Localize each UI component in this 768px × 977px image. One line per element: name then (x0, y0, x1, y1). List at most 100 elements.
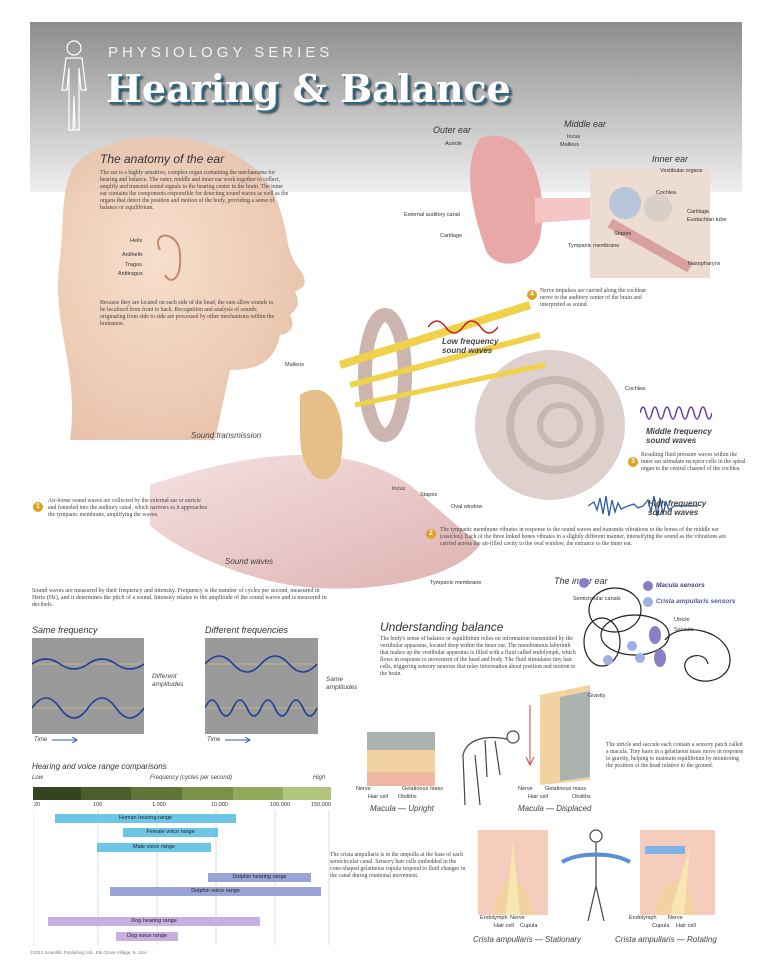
crista-stationary-caption: Crista ampullaris — Stationary (473, 935, 582, 944)
label-macula-upright-otoliths: Otoliths (398, 794, 417, 800)
label-cartilage-outer: Cartilage (440, 233, 463, 239)
inner-ear-vestibular-diagram (583, 587, 731, 682)
high-frequency-wave-icon (588, 495, 698, 517)
label-tragus: Tragus (125, 262, 142, 268)
ear-cross-section (470, 135, 710, 278)
different-frequencies-plot (205, 638, 318, 734)
label-antihelix: Antihelix (122, 252, 143, 258)
label-crista-rotating-nerve: Nerve (668, 915, 683, 921)
range-high-label: High (313, 775, 326, 781)
range-bar-female-voice: Female voice range (123, 828, 218, 837)
label-helix: Helix (130, 238, 143, 244)
step-1-badge: 1 (33, 502, 43, 512)
label-crista-rotating-cupula: Cupula (652, 923, 670, 929)
range-low-label: Low (32, 775, 44, 781)
macula-text: The utricle and saccule each contain a s… (606, 742, 744, 769)
tick-1000: 1,000 (152, 802, 166, 808)
step-3-text: Resulting fluid pressure waves within th… (641, 452, 746, 472)
label-cochlea: Cochlea (656, 190, 677, 196)
different-frequencies-title: Different frequencies (205, 625, 289, 635)
label-eustachian-tube: Eustachian tube (687, 217, 727, 223)
same-amplitudes-label: Same amplitudes (326, 676, 358, 691)
tick-100: 100 (93, 802, 103, 808)
label-malleus-transmission: Malleus (285, 362, 304, 368)
macula-displaced-caption: Macula — Displaced (518, 804, 592, 813)
different-amplitudes-label: Different amplitudes (152, 673, 184, 688)
label-antitragus: Antitragus (118, 271, 143, 277)
macula-swatch-icon (643, 581, 653, 591)
range-bar-male-voice: Male voice range (97, 843, 211, 852)
anatomy-second-text: Because they are located on each side of… (100, 300, 275, 327)
sound-waves-label: Sound waves (225, 557, 274, 566)
step-4-badge: 4 (527, 290, 537, 300)
label-macula-displaced-otoliths: Otoliths (572, 794, 591, 800)
range-bar-dolphin-hearing: Dolphin hearing range (208, 873, 311, 882)
rotating-figure-icon (561, 829, 631, 922)
sound-transmission-title: Sound transmission (191, 431, 262, 440)
tick-10000: 10,000 (211, 802, 228, 808)
tick-20: 20 (34, 802, 41, 808)
time-label-left: Time (34, 737, 48, 743)
step-2-badge: 2 (426, 529, 436, 539)
crista-rotating-illustration (640, 830, 715, 915)
label-semicircular-canals: Semicircular canals (573, 596, 621, 602)
tick-100000: 100,000 (270, 802, 290, 808)
middle-frequency-wave-icon (640, 406, 712, 420)
label-nasopharynx: Nasopharynx (688, 261, 721, 267)
time-label-right: Time (207, 737, 221, 743)
macula-legend-icon (579, 578, 589, 588)
range-bar-human-hearing: Human hearing range (55, 814, 236, 823)
label-utricle: Utricle (674, 617, 690, 623)
middle-frequency-label: Middle frequency sound waves (646, 427, 712, 445)
label-crista-rotating-endolymph: Endolymph (629, 915, 657, 921)
label-crista-rotating-haircell: Hair cell (676, 923, 696, 929)
crista-text: The crista ampullaris is in the ampulla … (330, 852, 466, 879)
label-crista-stationary-endolymph: Endolymph (480, 915, 508, 921)
label-incus-transmission: Incus (392, 486, 406, 492)
balance-heading: Understanding balance (380, 620, 504, 634)
label-saccule: Saccule (674, 627, 694, 633)
gravity-label: Gravity (588, 693, 606, 699)
macula-upright-caption: Macula — Upright (370, 804, 435, 813)
step-2-text: The tympanic membrane vibrates in respon… (440, 527, 727, 547)
label-vestibular-organs: Vestibular organs (660, 168, 703, 174)
crista-stationary-illustration (478, 830, 548, 915)
label-stapes-transmission: Stapes (420, 492, 438, 498)
range-frequency-label: Frequency (cycles per second) (150, 775, 233, 781)
label-external-canal: External auditory canal (404, 212, 460, 218)
crista-swatch-icon (643, 597, 653, 607)
macula-upright-illustration (367, 732, 435, 786)
step-4-text: Nerve impulses are carried along the coc… (540, 288, 647, 308)
crista-rotating-caption: Crista ampullaris — Rotating (615, 935, 717, 944)
high-frequency-label: High frequency sound waves (648, 499, 707, 517)
label-macula-upright-gelatinous: Gelatinous mass (402, 786, 443, 792)
range-bar-dolphin-voice: Dolphin voice range (110, 887, 321, 896)
step-3-badge: 3 (628, 457, 638, 467)
same-frequency-plot (32, 638, 144, 734)
range-bar-dog-hearing: Dog hearing range (48, 917, 260, 926)
legend-macula: Macula sensors (656, 582, 705, 589)
same-frequency-title: Same frequency (32, 625, 98, 635)
label-crista-stationary-haircell: Hair cell (494, 923, 514, 929)
label-cochlea-transmission: Cochlea (625, 386, 646, 392)
label-macula-upright-haircell: Hair cell (368, 794, 388, 800)
body-silhouette-icon (61, 40, 87, 131)
outer-ear-title: Outer ear (433, 125, 472, 135)
label-malleus: Malleus (560, 142, 579, 148)
low-frequency-label: Low frequency sound waves (442, 337, 499, 355)
copyright-text: ©2013 Scientific Publishing Ltd., Elk Gr… (30, 950, 147, 955)
bending-figure-icon (462, 730, 520, 806)
time-arrow-icon (225, 737, 251, 743)
label-macula-upright-nerve: Nerve (356, 786, 371, 792)
tick-150000: 150,000 (311, 802, 331, 808)
range-title: Hearing and voice range comparisons (32, 762, 167, 771)
middle-ear-title: Middle ear (564, 119, 607, 129)
anatomy-heading: The anatomy of the ear (100, 152, 225, 166)
label-crista-stationary-cupula: Cupula (520, 923, 538, 929)
label-macula-displaced-nerve: Nerve (518, 786, 533, 792)
inner-ear-title: Inner ear (652, 154, 689, 164)
waves-intro-text: Sound waves are measured by their freque… (32, 588, 327, 608)
macula-displaced-illustration (525, 685, 590, 785)
label-tympanic-transmission: Tympanic membrane (430, 580, 482, 586)
label-crista-stationary-nerve: Nerve (510, 915, 525, 921)
